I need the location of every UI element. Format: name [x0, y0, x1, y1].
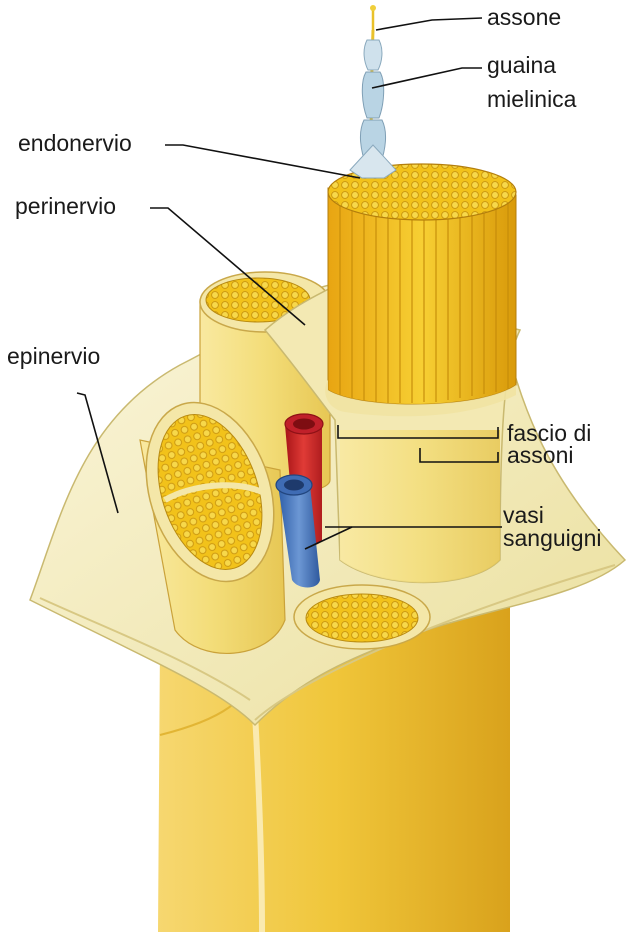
myelin-sheath — [349, 39, 397, 179]
label-vasi-sanguigni-line2: sanguigni — [503, 525, 602, 551]
leader-line-endonervio — [165, 144, 361, 179]
label-fascio-di-assoni-line1: fascio di — [507, 420, 592, 446]
vein — [275, 474, 320, 588]
label-epinervio: epinervio — [7, 343, 101, 369]
label-guaina-mielinica-line2: mielinica — [487, 86, 577, 112]
label-endonervio: endonervio — [18, 130, 132, 156]
blood-vessels — [275, 413, 324, 588]
leader-line-fascio-2 — [419, 448, 499, 463]
fascicle-front-bottom — [293, 584, 431, 650]
label-fascio-di-assoni-line2: assoni — [507, 442, 574, 468]
label-assone: assone — [487, 4, 562, 30]
leader-line-guaina — [371, 67, 482, 89]
leader-line-perinervio — [150, 207, 306, 326]
label-vasi-sanguigni-line1: vasi — [503, 502, 544, 528]
leader-line-vasi-2 — [304, 526, 353, 550]
label-perinervio: perinervio — [15, 193, 116, 219]
fascicle-front-left — [139, 401, 286, 654]
leader-line-assone — [375, 17, 483, 31]
leader-line-epinervio — [76, 392, 119, 514]
main-fascicle-bundle — [325, 163, 517, 417]
label-guaina-mielinica-line1: guaina — [487, 52, 557, 78]
leader-line-fascio-1 — [337, 425, 499, 439]
leader-lines — [76, 17, 502, 550]
